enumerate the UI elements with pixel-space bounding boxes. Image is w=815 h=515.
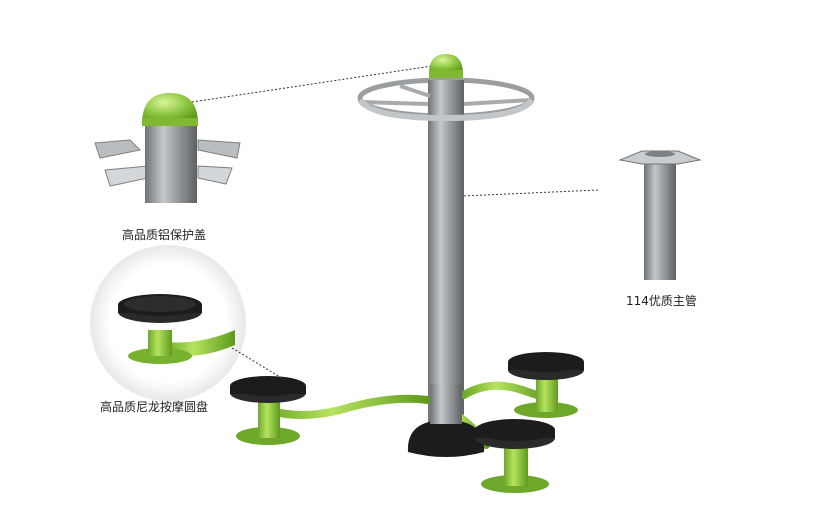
disc-station-front — [475, 419, 555, 493]
cap-detail — [94, 93, 241, 203]
cap-leader-line — [191, 65, 433, 103]
tube-label: 114优质主管 — [626, 294, 697, 308]
disc-station-right — [508, 352, 584, 418]
disc-label: 高品质尼龙按摩圆盘 — [100, 400, 209, 414]
disc-leader-line — [231, 347, 286, 381]
pole-base — [407, 420, 485, 457]
tube-detail — [618, 150, 702, 280]
cap-label: 高品质铝保护盖 — [122, 228, 207, 242]
main-pole — [357, 54, 535, 432]
disc-station-left — [230, 376, 306, 445]
disc-detail-circle — [90, 245, 246, 401]
